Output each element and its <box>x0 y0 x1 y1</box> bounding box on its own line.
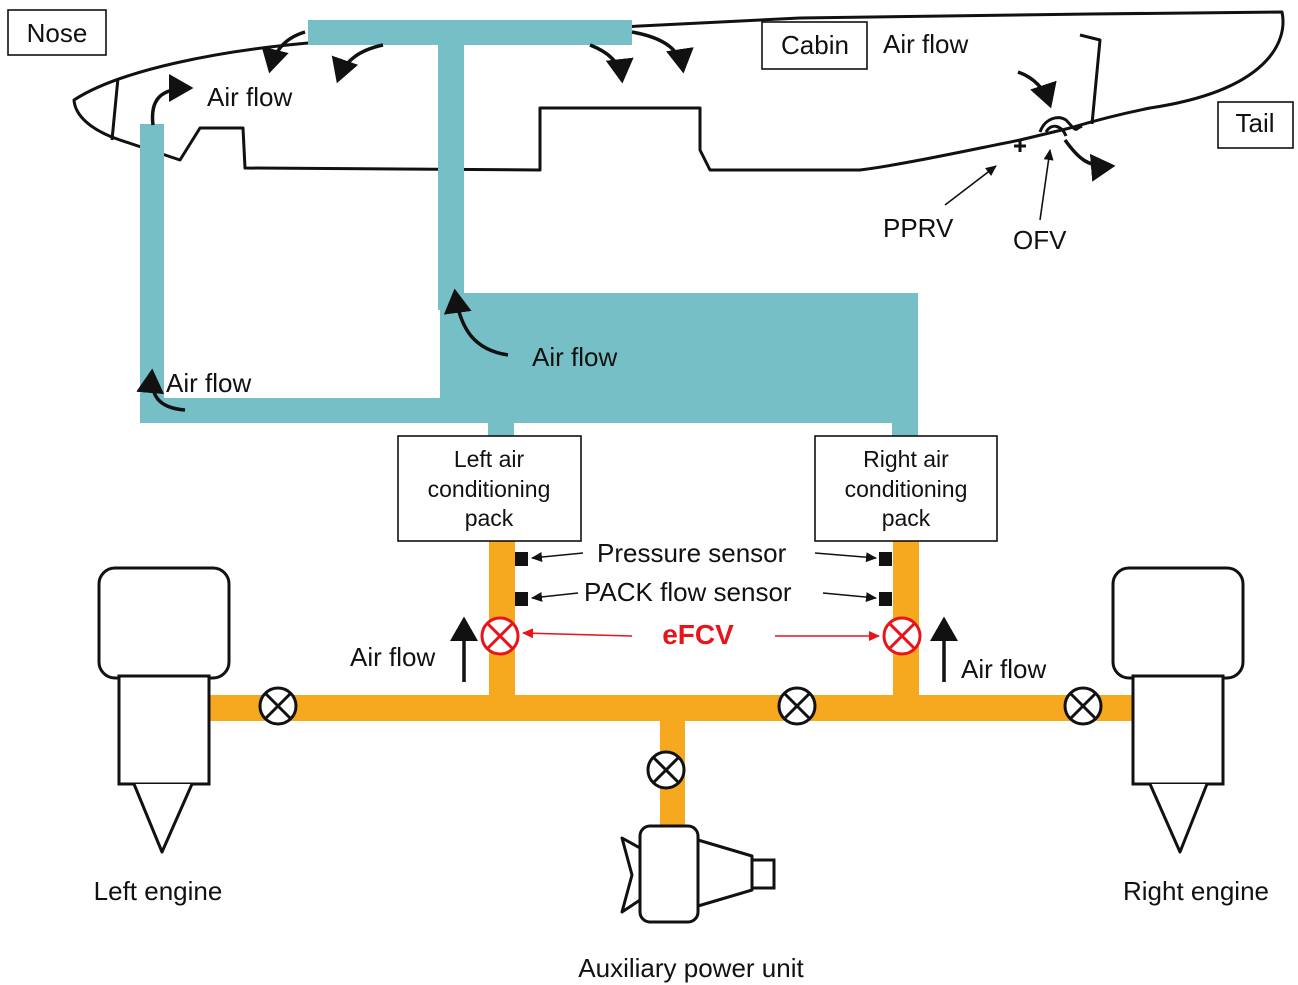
right-efcv-valve <box>882 616 922 656</box>
airflow-label-left-duct: Air flow <box>166 368 251 398</box>
tail-label: Tail <box>1235 108 1274 138</box>
left-bleed-valve <box>258 686 298 726</box>
right-air-conditioning-pack: Right air conditioning pack <box>814 435 998 542</box>
crossbleed-valve <box>777 686 817 726</box>
right-bleed-valve <box>1063 686 1103 726</box>
cabin-label: Cabin <box>781 30 849 60</box>
cabin-label-box <box>761 21 868 70</box>
right-pack-line-1: Right air <box>863 446 949 472</box>
airflow-label-mixer: Air flow <box>532 342 617 372</box>
left-pack-line-3: pack <box>465 505 514 531</box>
airflow-label-nose: Air flow <box>207 82 292 112</box>
apu-bleed-valve <box>646 750 686 790</box>
left-pressure-sensor <box>515 552 528 566</box>
right-pack-line-3: pack <box>882 505 931 531</box>
left-engine-label: Left engine <box>94 876 223 906</box>
left-efcv-valve <box>480 616 520 656</box>
left-engine <box>97 566 231 854</box>
sensors <box>515 552 892 606</box>
nose-label-box <box>7 9 107 56</box>
right-engine <box>1111 566 1245 854</box>
cabin-airflow-arrows <box>136 30 1116 412</box>
right-pressure-sensor <box>879 552 892 566</box>
left-pack-line-2: conditioning <box>428 476 551 502</box>
pprv-valve <box>1014 140 1026 152</box>
right-engine-label: Right engine <box>1123 876 1269 906</box>
left-air-conditioning-pack: Left air conditioning pack <box>397 435 582 542</box>
right-pack-flow-sensor <box>879 592 892 606</box>
airflow-label-cabin: Air flow <box>883 29 968 59</box>
efcv-label: eFCV <box>662 619 734 650</box>
left-pack-flow-sensor <box>515 592 528 606</box>
left-pack-line-1: Left air <box>454 446 525 472</box>
pressure-sensor-label: Pressure sensor <box>597 538 787 568</box>
pack-flow-sensor-label: PACK flow sensor <box>584 577 792 607</box>
airflow-label-left-pack: Air flow <box>350 642 435 672</box>
ofv-label: OFV <box>1013 225 1067 255</box>
pprv-label: PPRV <box>883 213 954 243</box>
airflow-label-right-pack: Air flow <box>961 654 1046 684</box>
right-pack-line-2: conditioning <box>845 476 968 502</box>
outflow-valve <box>1038 116 1083 137</box>
tail-label-box <box>1217 101 1294 149</box>
auxiliary-power-unit <box>620 824 776 924</box>
nose-label: Nose <box>27 18 88 48</box>
apu-label: Auxiliary power unit <box>578 953 804 983</box>
